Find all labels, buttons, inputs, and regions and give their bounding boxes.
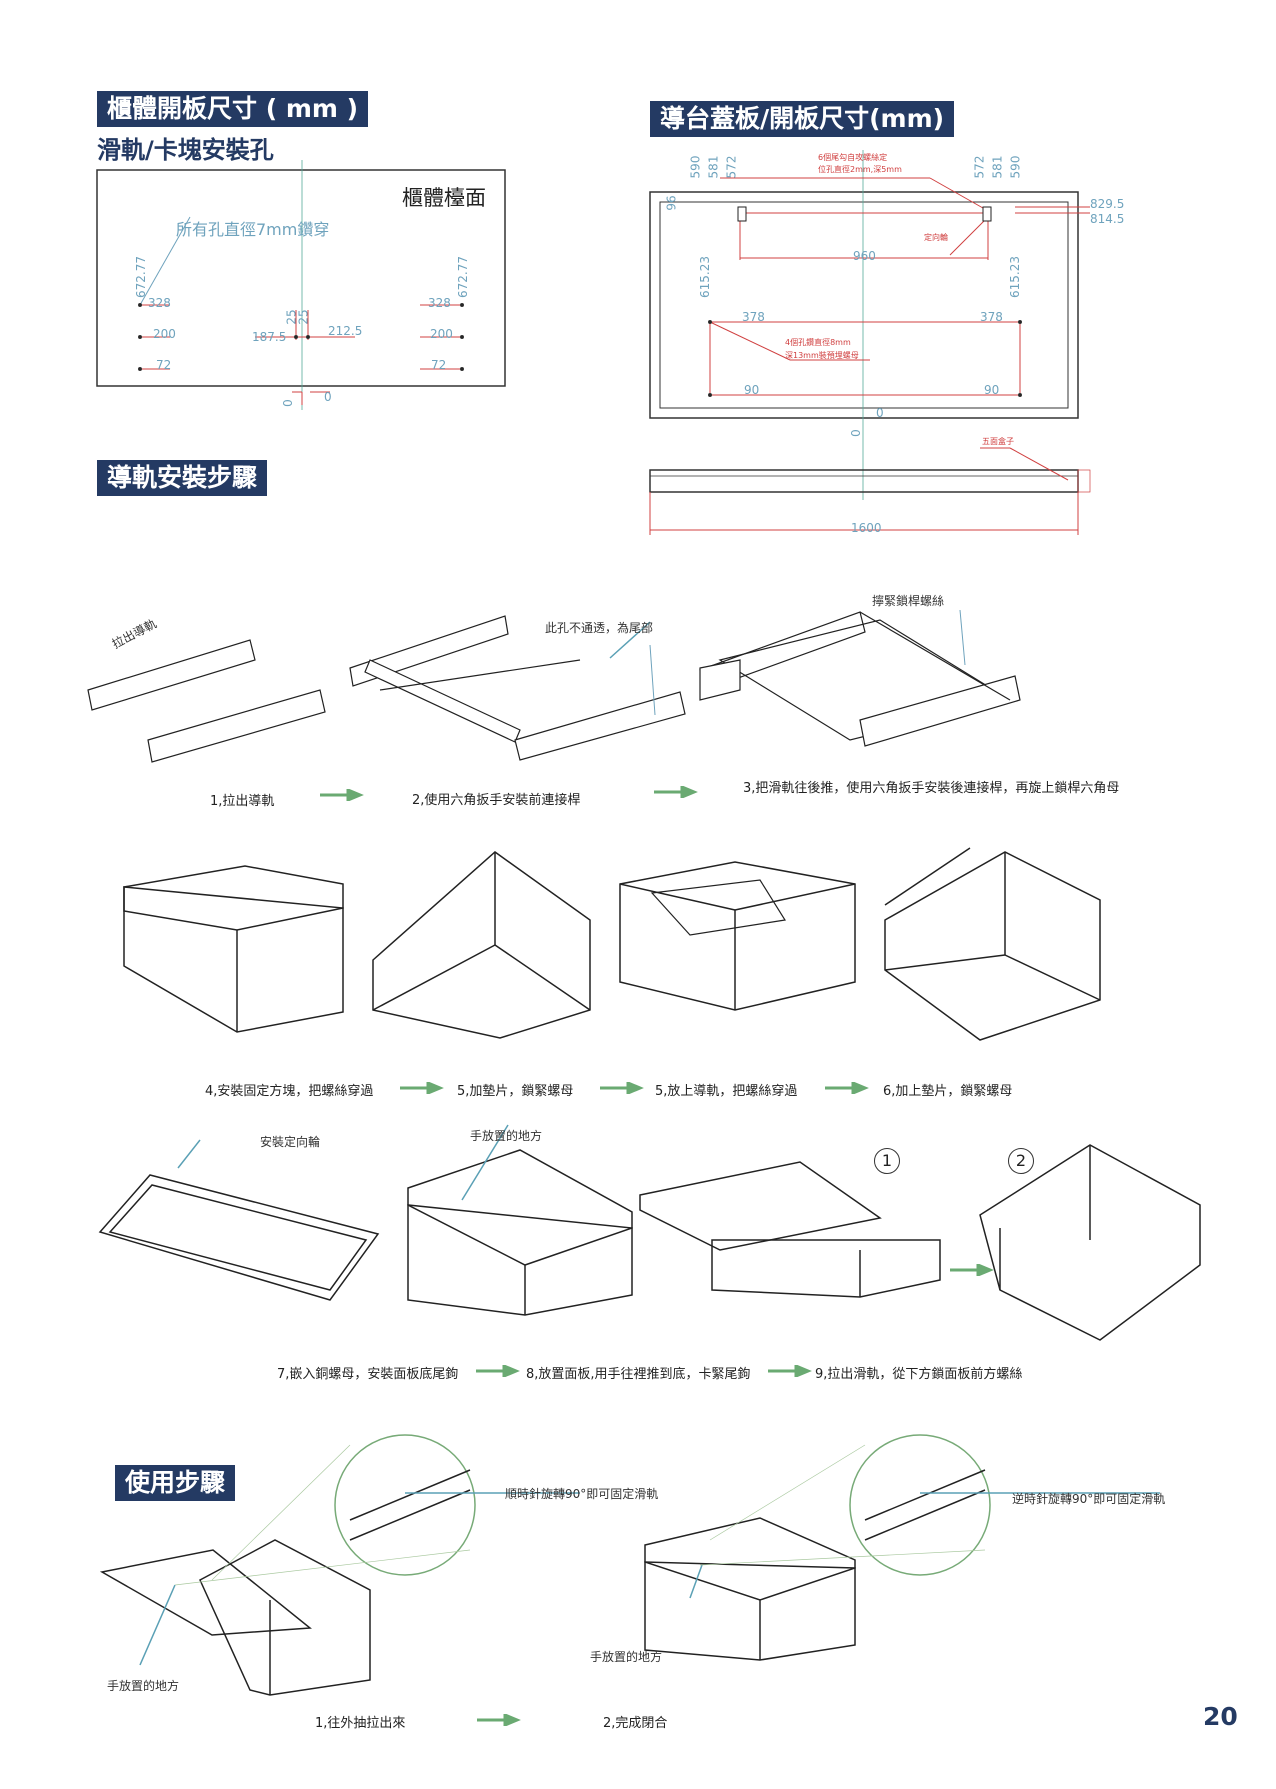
- dim-572-right: 572: [972, 155, 987, 179]
- step-5b-caption: 5,放上導軌，把螺絲穿過: [655, 1084, 798, 1099]
- dim-572-left: 572: [724, 155, 739, 179]
- dim-200-right: 200: [430, 327, 453, 341]
- dim-328-left: 328: [148, 296, 171, 310]
- dim-187: 187.5: [252, 330, 287, 344]
- dim-25b: 25: [296, 309, 311, 325]
- dim-590-right: 590: [1008, 155, 1023, 179]
- screw-note-line2: 位孔直徑2mm,深5mm: [818, 165, 902, 174]
- step-6-caption: 6,加上墊片，鎖緊螺母: [883, 1084, 1013, 1099]
- dim-72-left: 72: [156, 358, 172, 372]
- step-4-caption: 4,安裝固定方塊，把螺絲穿過: [205, 1084, 374, 1099]
- cabinet-top-panel-drawing: [96, 160, 506, 410]
- dim-72-right: 72: [431, 358, 447, 372]
- dim-672-left: 672.77: [134, 256, 148, 298]
- box-note: 五面盒子: [982, 437, 1014, 446]
- dim-90-left: 90: [744, 383, 760, 397]
- dim-590-left: 590: [688, 155, 703, 179]
- dim-212: 212.5: [328, 324, 363, 338]
- hand-position-mid: 手放置的地方: [590, 1650, 663, 1664]
- dim-615-right: 615.23: [1008, 256, 1022, 298]
- step-8-caption: 8,放置面板,用手往裡推到底，卡緊尾鉤: [526, 1367, 751, 1382]
- caster-note: 定向輪: [924, 233, 948, 242]
- step-circle-1: 1: [874, 1148, 900, 1174]
- dim-328-right: 328: [428, 296, 451, 310]
- dim-960: 960: [853, 249, 876, 263]
- tail-hole-note: 此孔不通透，為尾部: [545, 621, 654, 635]
- dim-zero-b-lid: 0: [848, 429, 863, 437]
- hole-note: 所有孔直徑7mm鑽穿: [176, 220, 330, 239]
- dim-zero-a: 0: [280, 399, 295, 407]
- section-header-lid-dims: 導台蓋板/開板尺寸(mm): [650, 101, 955, 137]
- dim-zero-b: 0: [324, 390, 332, 404]
- hand-position-note: 手放置的地方: [470, 1129, 543, 1143]
- cabinet-top-label: 櫃體檯面: [402, 186, 486, 210]
- clockwise-note: 順時針旋轉90°即可固定滑軌: [505, 1487, 659, 1501]
- dim-581-right: 581: [990, 155, 1005, 179]
- counterclockwise-note: 逆時針旋轉90°即可固定滑軌: [1012, 1492, 1166, 1506]
- usage-step-1-caption: 1,往外抽拉出來: [315, 1716, 406, 1731]
- dim-zero-a-lid: 0: [876, 406, 884, 420]
- section-subtitle-rail-holes: 滑軌/卡塊安裝孔: [97, 136, 274, 164]
- dim-1600: 1600: [851, 521, 882, 535]
- dim-829: 829.5: [1090, 197, 1125, 211]
- rail-illustrations-row1: [87, 611, 1021, 763]
- step-1-caption: 1,拉出導軌: [210, 794, 275, 809]
- step-9-caption: 9,拉出滑軌，從下方鎖面板前方螺絲: [815, 1367, 1023, 1382]
- usage-step-2-caption: 2,完成閉合: [603, 1716, 668, 1731]
- step-2-caption: 2,使用六角扳手安裝前連接桿: [412, 793, 581, 808]
- step-circle-2: 2: [1008, 1148, 1034, 1174]
- page-number: 20: [1203, 1702, 1238, 1731]
- screw-note-line1: 6個尾勾自攻螺絲定: [818, 153, 888, 162]
- section-header-usage: 使用步驟: [115, 1465, 236, 1501]
- section-header-rail-install: 導軌安裝步驟: [97, 460, 268, 496]
- dim-200-left: 200: [153, 327, 176, 341]
- cabinet-illustrations-row2: [123, 847, 1101, 1041]
- dim-814: 814.5: [1090, 212, 1125, 226]
- usage-illustrations: [99, 1434, 991, 1696]
- step-7-caption: 7,嵌入銅螺母，安裝面板底尾鉤: [277, 1367, 459, 1382]
- lid-panel-drawing: [649, 150, 1091, 535]
- dim-615-left: 615.23: [698, 256, 712, 298]
- caster-install-note: 安裝定向輪: [260, 1135, 321, 1149]
- step-3-caption: 3,把滑軌往後推，使用六角扳手安裝後連接桿，再旋上鎖桿六角母: [743, 781, 1120, 796]
- dim-378-left: 378: [742, 310, 765, 324]
- tighten-screw-note: 擰緊鎖桿螺絲: [872, 594, 945, 608]
- dim-90-right: 90: [984, 383, 1000, 397]
- dim-378-right: 378: [980, 310, 1003, 324]
- hole-note-line2: 深13mm裝預埋螺母: [785, 351, 859, 360]
- step-5a-caption: 5,加墊片，鎖緊螺母: [457, 1084, 574, 1099]
- dim-672-right: 672.77: [456, 256, 470, 298]
- section-header-cabinet-dims: 櫃體開板尺寸 ( mm ): [97, 91, 369, 127]
- dim-581-left: 581: [706, 155, 721, 179]
- hand-position-left: 手放置的地方: [107, 1679, 180, 1693]
- cabinet-illustrations-row3: [98, 1144, 1201, 1341]
- hole-note-line1: 4個孔鑽直徑8mm: [785, 338, 851, 347]
- dim-96: 96: [664, 195, 679, 211]
